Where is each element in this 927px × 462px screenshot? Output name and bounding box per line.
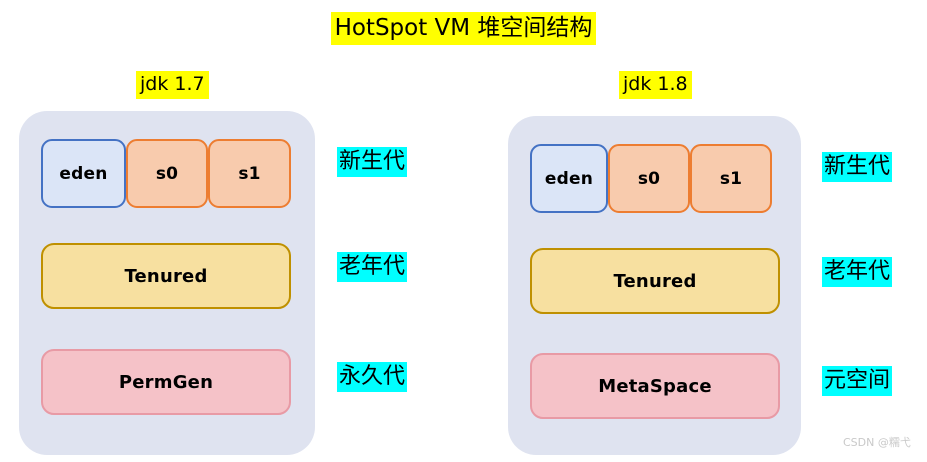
annotation-old-gen-jdk18: 老年代 (822, 257, 893, 287)
region-s0-jdk18: s0 (608, 144, 690, 213)
annotation-young-gen-jdk18: 新生代 (822, 152, 893, 182)
region-s1-jdk18: s1 (690, 144, 772, 213)
region-eden-jdk18: eden (530, 144, 608, 213)
version-label-jdk17: jdk 1.7 (136, 71, 209, 99)
region-eden-jdk17: eden (41, 139, 126, 208)
annotation-metaspace-jdk18: 元空间 (822, 366, 893, 396)
page-title: HotSpot VM 堆空间结构 (0, 12, 927, 46)
page-title-text: HotSpot VM 堆空间结构 (330, 12, 597, 46)
annotation-perm-gen-jdk17: 永久代 (337, 362, 408, 392)
annotation-young-gen-jdk17: 新生代 (337, 147, 408, 177)
region-metaspace-jdk18: MetaSpace (530, 353, 780, 419)
region-s1-jdk17: s1 (208, 139, 291, 208)
version-label-jdk18: jdk 1.8 (619, 71, 692, 99)
region-tenured-jdk17: Tenured (41, 243, 291, 309)
watermark: CSDN @糯弋 (843, 436, 911, 449)
region-permgen-jdk17: PermGen (41, 349, 291, 415)
region-tenured-jdk18: Tenured (530, 248, 780, 314)
annotation-old-gen-jdk17: 老年代 (337, 252, 408, 282)
region-s0-jdk17: s0 (126, 139, 208, 208)
